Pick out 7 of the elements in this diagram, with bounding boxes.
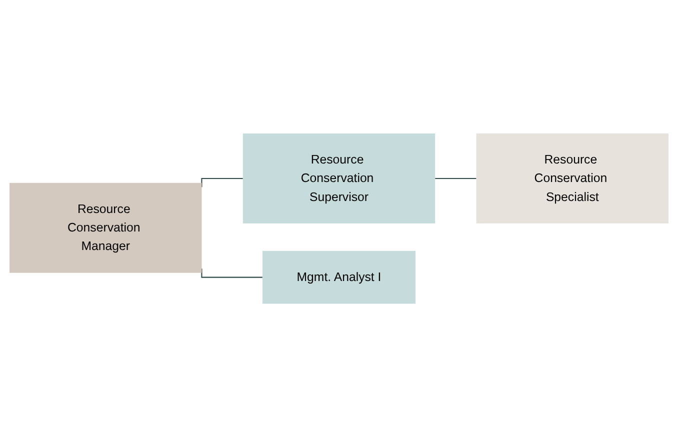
node-box: Resource Conservation Supervisor [242, 133, 436, 224]
connector [434, 178, 476, 179]
node-box: Mgmt. Analyst I [262, 250, 416, 304]
node-box: Resource Conservation Manager [10, 182, 202, 273]
connector [201, 268, 262, 278]
connector [201, 178, 243, 188]
node-box: Resource Conservation Specialist [476, 133, 668, 224]
